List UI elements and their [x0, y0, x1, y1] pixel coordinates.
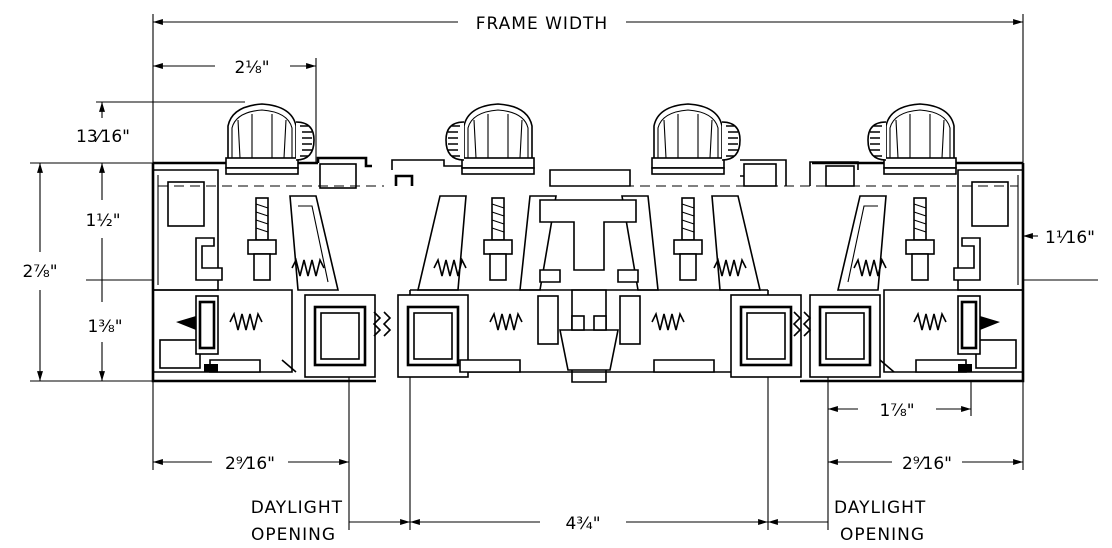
frame-width-label: FRAME WIDTH [476, 14, 608, 34]
lower-depth-dimension: 1⅜" [87, 317, 122, 337]
right-sightline-dimension: 2⁹⁄16" [902, 454, 952, 474]
right-offset-dimension: 1⅟16" [1045, 228, 1095, 248]
left-sightline-dimension: 2⁹⁄16" [225, 454, 275, 474]
pressure-cap-knob-2 [446, 104, 534, 174]
glass-unit-3 [729, 293, 803, 379]
pressure-cap-knob-3 [651, 103, 741, 175]
daylight-opening-right-line2: OPENING [840, 525, 925, 545]
anchor-screw-1 [247, 197, 277, 281]
glass-unit-1 [303, 293, 377, 379]
top-cover-caps [158, 159, 1018, 189]
upper-depth-dimension: 1½" [85, 211, 120, 231]
glass-unit-4 [808, 293, 882, 379]
daylight-opening-right-line1: DAYLIGHT [834, 498, 926, 518]
bottom-gaskets [204, 359, 972, 373]
frame-depth-dimension: 2⅞" [22, 262, 57, 282]
daylight-opening-left-line1: DAYLIGHT [251, 498, 343, 518]
cap-height-dimension: 13⁄16" [76, 127, 130, 147]
center-mullion [409, 199, 769, 383]
glass-unit-2 [396, 293, 470, 379]
break-marks [372, 311, 812, 337]
top-offset-dimension: 2⅛" [234, 58, 269, 78]
right-inner-dimension: 1⅞" [879, 401, 914, 421]
angled-webs [289, 195, 887, 291]
mullion-width-dimension: 4¾" [565, 514, 600, 534]
daylight-opening-left-line2: OPENING [251, 525, 336, 545]
anchor-screw-2 [483, 197, 513, 281]
clamp-blocks [176, 295, 1000, 355]
anchor-screw-4 [905, 197, 935, 281]
anchor-screw-3 [673, 197, 703, 281]
